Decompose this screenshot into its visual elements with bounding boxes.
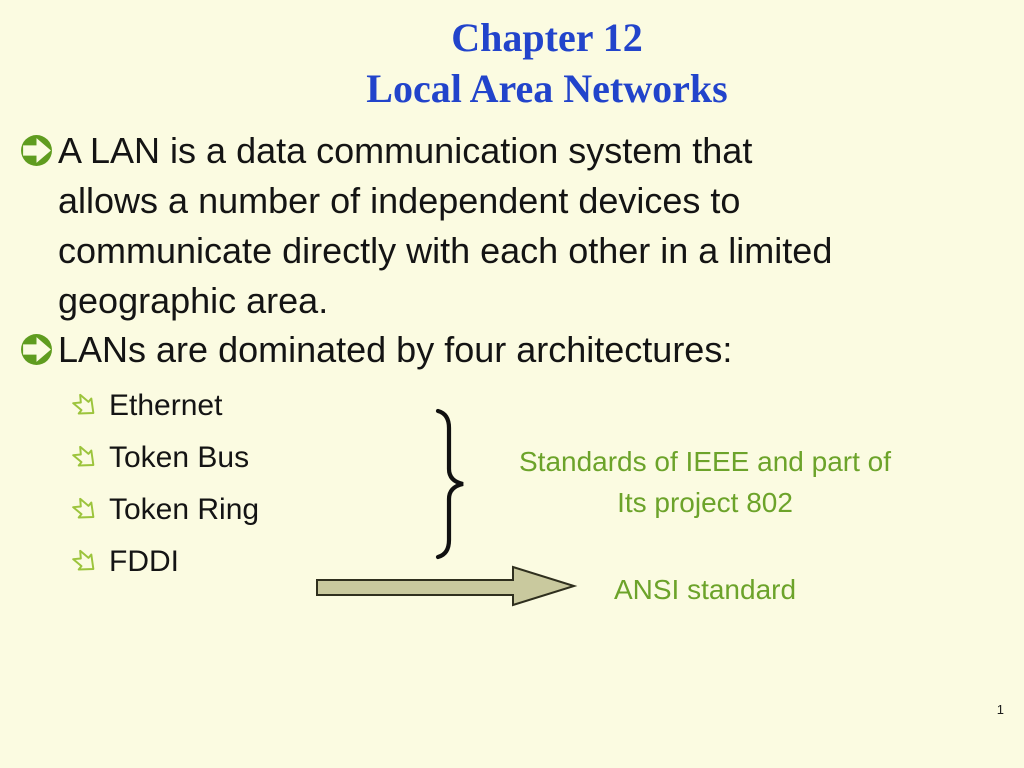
ansi-annotation: ANSI standard <box>613 574 797 605</box>
right-curly-brace <box>435 408 464 560</box>
curved-down-right-arrow-icon <box>72 445 95 467</box>
list-item-token-bus: Token Bus <box>72 432 259 484</box>
circled-right-arrow-icon <box>21 135 52 166</box>
bullet-text: A LAN is a data communication system tha… <box>58 126 832 326</box>
curved-down-right-arrow-icon <box>72 497 95 519</box>
bullet-text-line: geographic area. <box>58 280 329 321</box>
architecture-list: Ethernet Token Bus Token Ring FDDI <box>72 380 260 588</box>
slide-title-line1: Chapter 12 <box>451 15 643 60</box>
list-item-label: Ethernet <box>109 389 223 422</box>
bullet-text: LANs are dominated by four architectures… <box>58 329 733 370</box>
slide-title: Chapter 12 Local Area Networks <box>0 12 1024 114</box>
list-item-fddi: FDDI <box>72 536 259 588</box>
list-item-ethernet: Ethernet <box>72 380 259 432</box>
block-right-arrow <box>316 565 578 607</box>
bullet-text-line: allows a number of independent devices t… <box>58 180 741 221</box>
ieee-annotation-line1: Standards of IEEE and part of <box>518 446 891 477</box>
bullet-text-line: A LAN is a data communication system tha… <box>58 130 753 171</box>
circled-right-arrow-icon <box>21 334 52 365</box>
ieee-annotation-line2: Its project 802 <box>617 487 793 518</box>
list-item-label: Token Ring <box>109 493 260 526</box>
page-number: 1 <box>996 702 1004 717</box>
curved-down-right-arrow-icon <box>72 393 95 415</box>
slide-title-line2: Local Area Networks <box>366 66 728 111</box>
ieee-annotation: Standards of IEEE and part of Its projec… <box>505 441 905 523</box>
bullet-item-lan-definition: A LAN is a data communication system tha… <box>20 126 980 326</box>
list-item-label: Token Bus <box>109 441 250 474</box>
curved-down-right-arrow-icon <box>72 549 95 571</box>
bullet-text-line: communicate directly with each other in … <box>58 230 833 271</box>
list-item-token-ring: Token Ring <box>72 484 260 536</box>
list-item-label: FDDI <box>109 545 179 578</box>
bullet-item-architectures: LANs are dominated by four architectures… <box>20 325 1015 375</box>
